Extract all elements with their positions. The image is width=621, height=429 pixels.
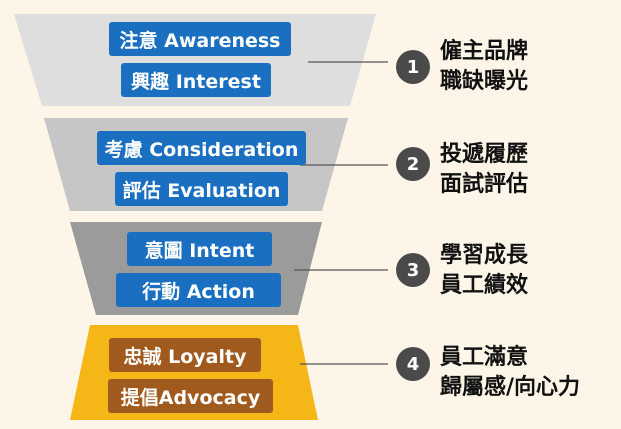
stage-4-text: 員工滿意 歸屬感/向心力: [440, 343, 580, 403]
stage-2-label-1: 考慮 Consideration: [97, 131, 306, 165]
stage-4-line-1: 員工滿意: [440, 345, 529, 370]
stage-3-badge: 3: [396, 253, 430, 287]
stage-3-line-2: 員工績效: [440, 273, 529, 298]
stage-3-label-2: 行動 Action: [116, 273, 281, 307]
stage-1-line-2: 職缺曝光: [440, 69, 529, 94]
stage-4-label-1: 忠誠 Loyalty: [109, 338, 261, 372]
stage-2-line-1: 投遞履歷: [440, 142, 529, 167]
stage-2-label-2: 評估 Evaluation: [115, 172, 288, 206]
stage-1-line-1: 僱主品牌: [440, 39, 529, 64]
stage-1-badge: 1: [396, 50, 430, 84]
stage-1-label-2: 興趣 Interest: [121, 63, 271, 97]
stage-4-label-2: 提倡Advocacy: [108, 379, 273, 413]
stage-2-text: 投遞履歷 面試評估: [440, 140, 528, 200]
stage-1-label-1: 注意 Awareness: [109, 22, 291, 56]
stage-2-badge: 2: [396, 147, 430, 181]
stage-4-badge: 4: [396, 347, 430, 381]
stage-3-line-1: 學習成長: [440, 243, 529, 268]
stage-3-label-1: 意圖 Intent: [127, 232, 272, 266]
stage-1-text: 僱主品牌 職缺曝光: [440, 37, 528, 97]
stage-2-line-2: 面試評估: [440, 172, 529, 197]
stage-4-line-2: 歸屬感/向心力: [440, 375, 581, 400]
stage-3-text: 學習成長 員工績效: [440, 241, 528, 301]
